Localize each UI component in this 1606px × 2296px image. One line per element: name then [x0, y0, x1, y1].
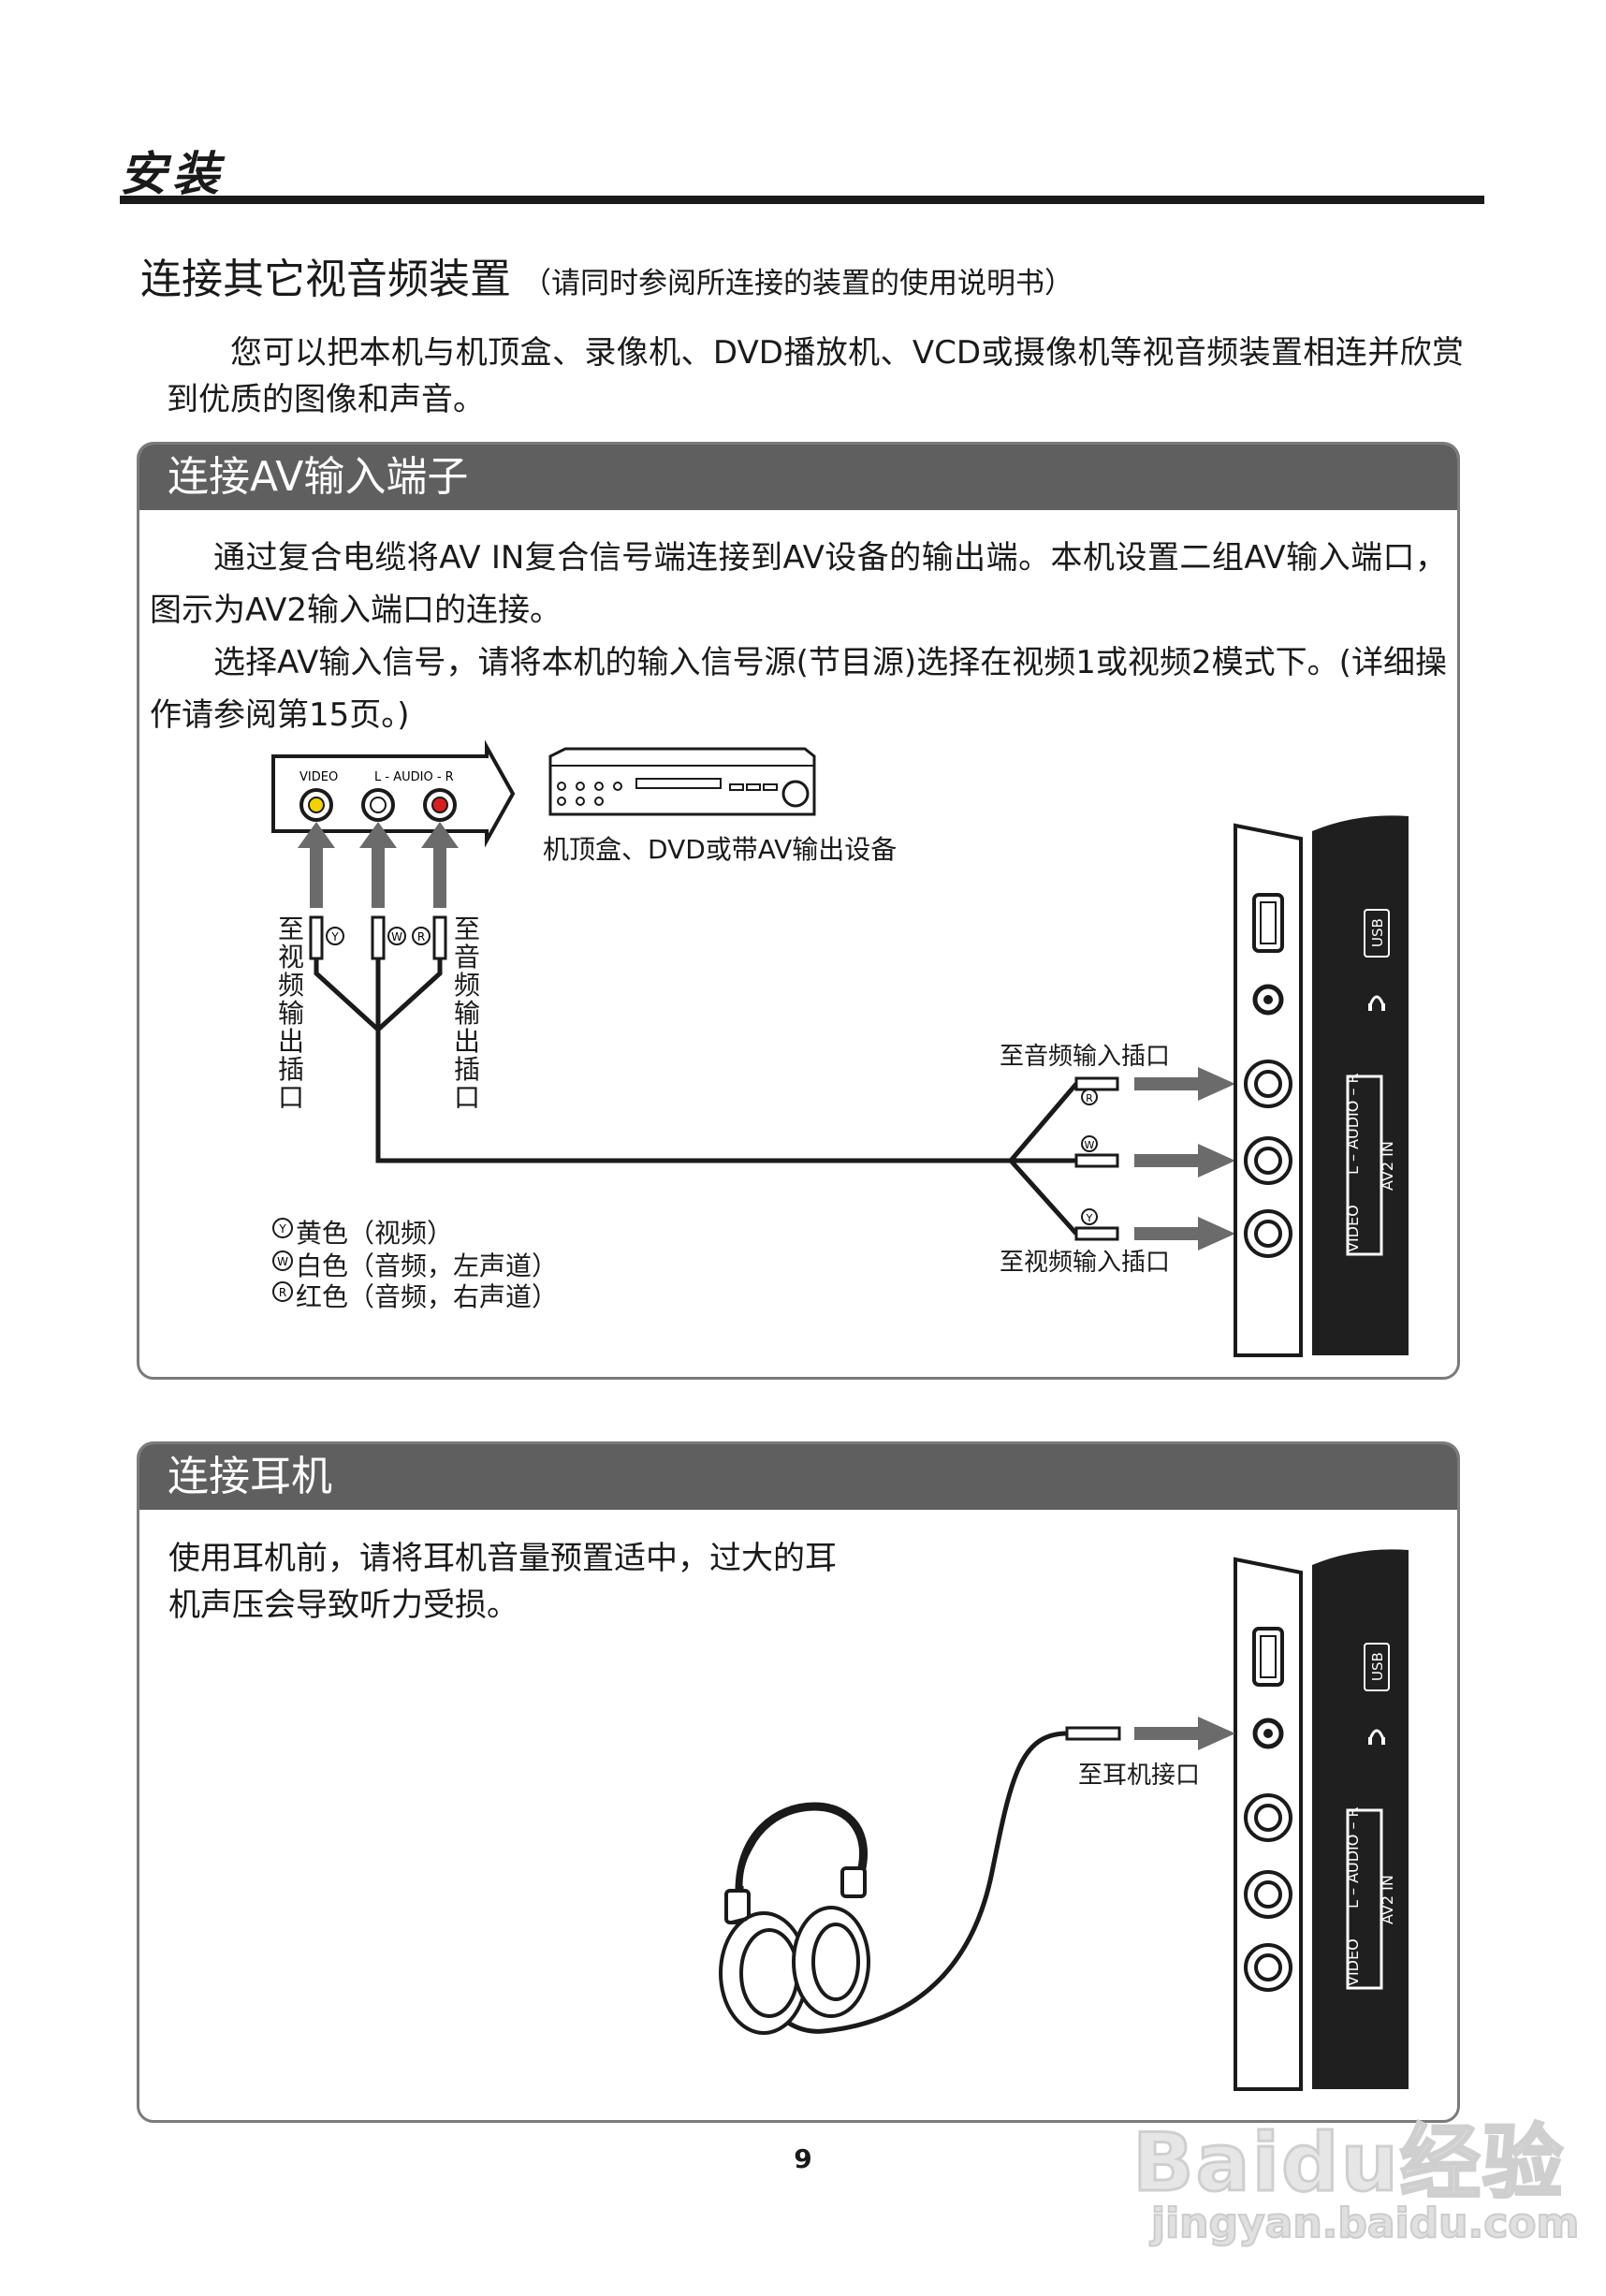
target-plugs [1074, 1076, 1119, 1241]
target-plug-w-mark: W [1085, 1139, 1095, 1151]
tv2-video-label: VIDEO [1344, 1938, 1362, 1986]
section-title: 连接其它视音频装置 （请同时参阅所连接的装置的使用说明书） [140, 245, 1073, 305]
svg-text:R: R [279, 1286, 286, 1299]
source-plugs [309, 915, 447, 960]
legend-yellow: 黄色（视频） [296, 1218, 454, 1249]
page-header: 安装 [120, 129, 1484, 204]
baidu-watermark: Baidu经验 jingyan.baidu.com [1132, 2078, 1581, 2265]
page-number: 9 [794, 2143, 812, 2174]
av-paragraph-2: 选择AV输入信号，请将本机的输入信号源(节目源)选择在视频1或视频2模式下。(详… [150, 644, 1447, 734]
plug-y-mark-text: Y [330, 930, 339, 943]
plug-y-mark [326, 927, 344, 945]
source-audio-label: L - AUDIO - R [374, 770, 454, 784]
tv-av2in-label: AV2 IN [1379, 1141, 1396, 1191]
av-device-label: 机顶盒、DVD或带AV输出设备 [543, 834, 898, 865]
audio-l-jack [1244, 1136, 1292, 1185]
headphone-box: 连接耳机 [137, 1441, 1460, 2123]
to-audio-in-label: 至音频输入插口 [1000, 1043, 1171, 1071]
tv2-audio-label: L – AUDIO – R [1344, 1806, 1362, 1908]
headphone-box-header: 连接耳机 [139, 1444, 1457, 1510]
headphone-icon-2 [1368, 1729, 1385, 1740]
watermark-url: jingyan.baidu.com [1150, 2199, 1580, 2248]
source-video-label: VIDEO [299, 770, 338, 784]
to-headphone-label: 至耳机接口 [1078, 1762, 1201, 1790]
intro-paragraph: 您可以把本机与机顶盒、录像机、DVD播放机、VCD或摄像机等视音频装置相连并欣赏… [167, 334, 1464, 418]
tv-usb-label: USB [1369, 918, 1386, 947]
legend-white: 白色（音频，左声道） [296, 1250, 559, 1281]
legend-red: 红色（音频，右声道） [296, 1281, 559, 1312]
svg-text:Y: Y [278, 1222, 286, 1236]
to-audio-out-label: 至音频输出插口 [453, 914, 480, 1113]
section-title-main: 连接其它视音频装置 [140, 256, 511, 303]
av-box-header: 连接AV输入端子 [139, 445, 1457, 510]
av-paragraph-1: 通过复合电缆将AV IN复合信号端连接到AV设备的输出端。本机设置二组AV输入端… [150, 539, 1447, 629]
tv-side-panel-av: USB L – AUDIO – R AV2 IN VIDEO [1234, 815, 1409, 1357]
source-arrows [298, 822, 459, 908]
to-video-out-label: 至视频输出插口 [277, 914, 304, 1113]
legend-marks: Y W R [272, 1218, 293, 1302]
plug-r-mark-text: R [417, 930, 425, 943]
target-arrows [1134, 1067, 1235, 1250]
tv2-av2in-label: AV2 IN [1379, 1875, 1396, 1924]
plug-r-mark [412, 927, 431, 945]
tv-audio-label: L – AUDIO – R [1344, 1073, 1362, 1175]
tv2-usb-label: USB [1369, 1652, 1386, 1681]
dvd-player-icon [548, 747, 816, 816]
headphone-arrow [1134, 1717, 1235, 1750]
section-subtitle: （请同时参阅所连接的装置的使用说明书） [522, 267, 1073, 300]
headphone-text: 使用耳机前，请将耳机音量预置适中，过大的耳机声压会导致听力受损。 [168, 1540, 837, 1624]
watermark-brand: Baidu经验 [1132, 2115, 1565, 2212]
headphone-cable [747, 1731, 1068, 2034]
tv-video-label: VIDEO [1344, 1205, 1362, 1252]
headphones-icon [719, 1802, 870, 2035]
svg-text:W: W [277, 1255, 288, 1268]
audio-r-jack [1244, 1060, 1292, 1108]
plug-w-mark [387, 927, 406, 945]
av-cable [314, 958, 1078, 1236]
av-input-box: 连接AV输入端子 [137, 442, 1460, 1380]
headphone-icon [1368, 995, 1385, 1006]
page-title: 安装 [120, 146, 225, 201]
plug-w-mark-text: W [391, 930, 402, 943]
video-jack [1244, 1209, 1292, 1258]
target-plug-r-mark: R [1086, 1092, 1093, 1104]
target-plug-y-mark: Y [1086, 1212, 1093, 1224]
tv-side-panel-headphone: USB L – AUDIO – R AV2 IN VIDEO [1234, 1549, 1409, 2091]
to-video-in-label: 至视频输入插口 [1000, 1249, 1171, 1277]
source-jack-panel [271, 739, 516, 848]
headphone-plug [1065, 1726, 1121, 1741]
